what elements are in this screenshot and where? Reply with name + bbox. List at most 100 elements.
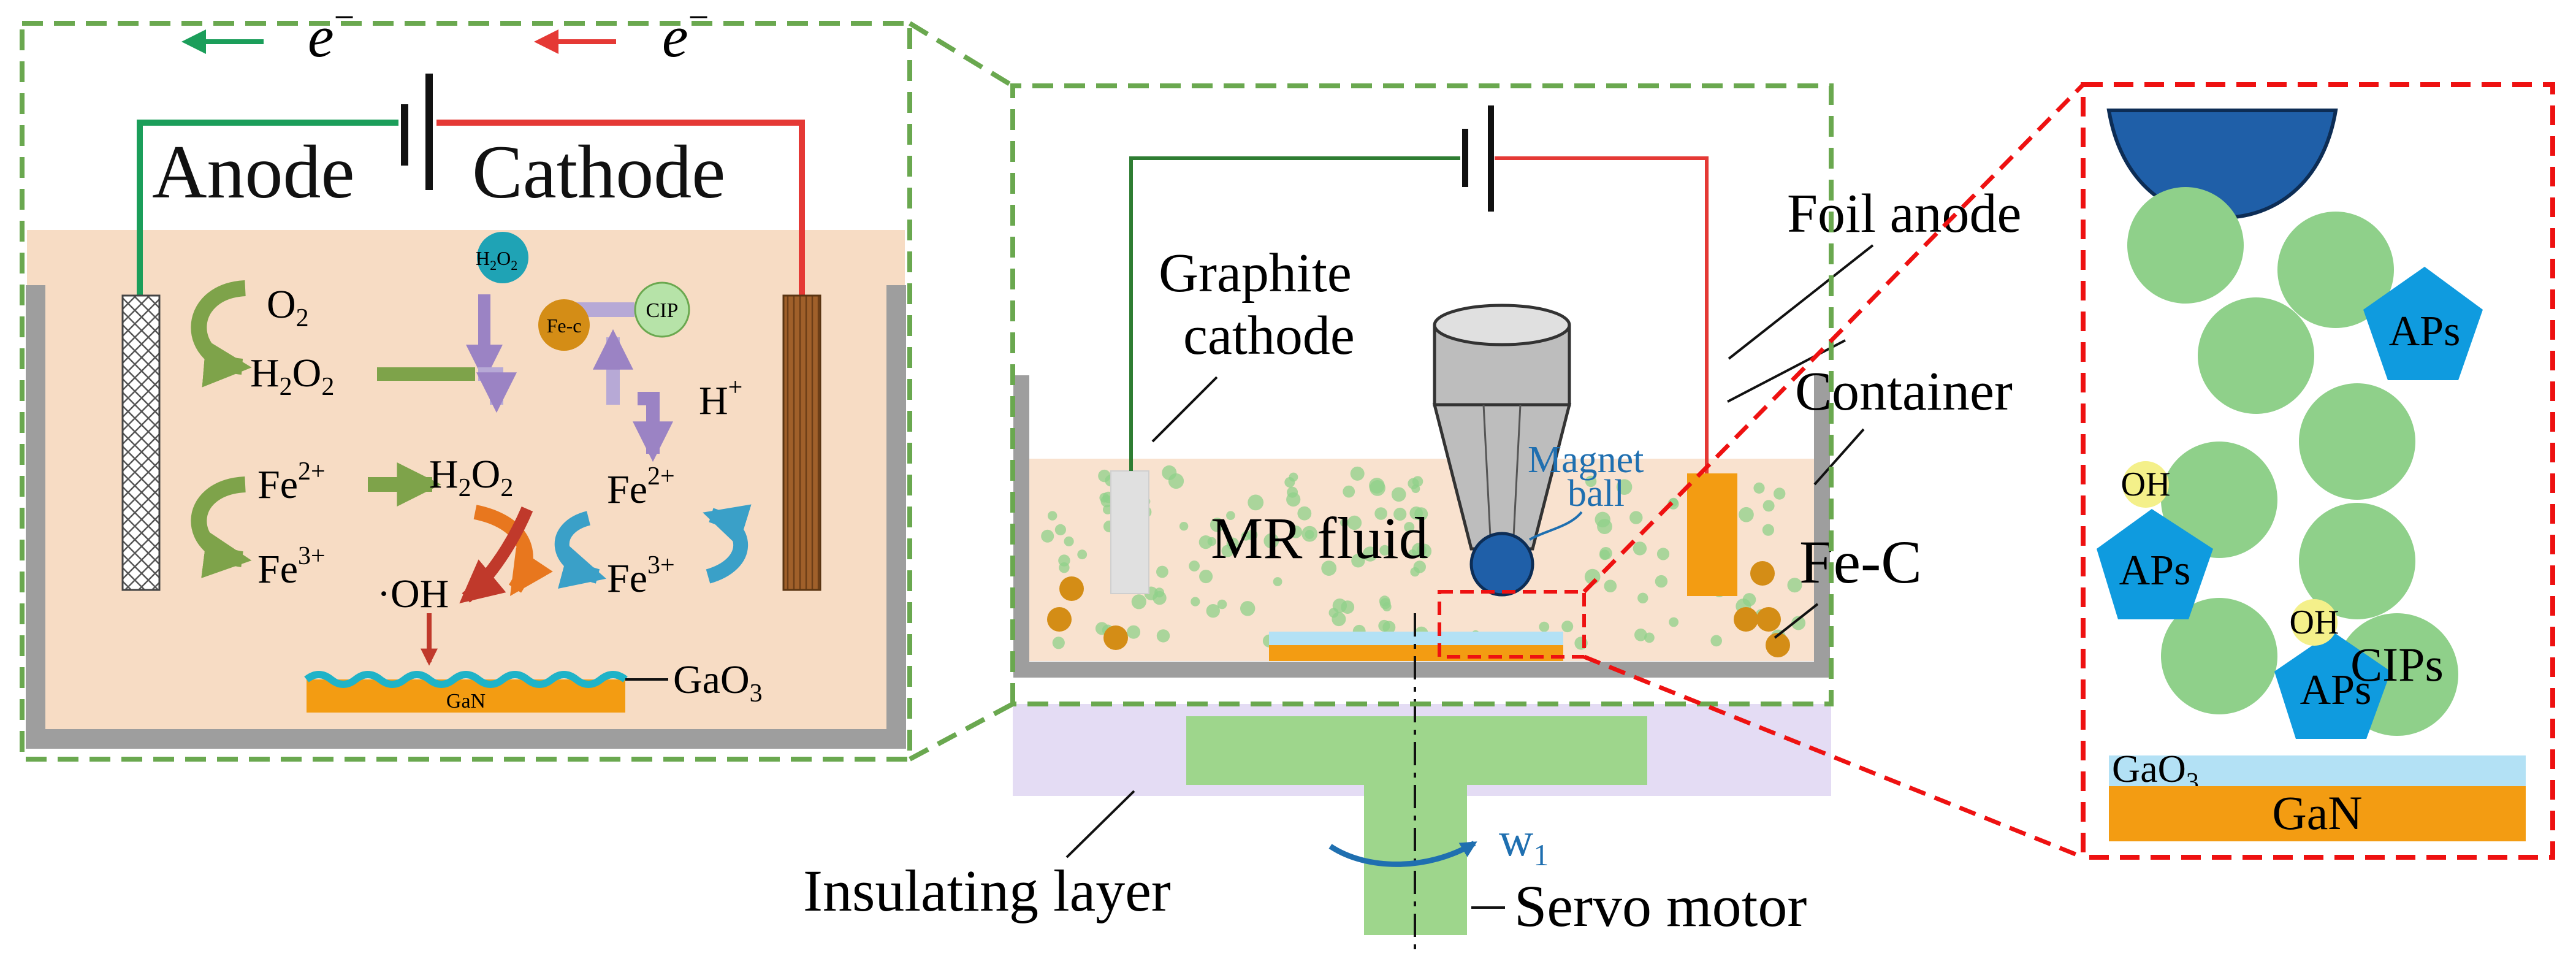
mr-fluid-particle (1629, 511, 1643, 524)
mr-fluid-particle (1041, 529, 1054, 543)
mr-fluid-particle (1393, 507, 1407, 521)
arrow-blue-up (703, 504, 752, 584)
mr-fluid-particle (1391, 487, 1406, 502)
fe-c-particle (1756, 607, 1781, 632)
mr-fluid-particle (1328, 608, 1339, 618)
mr-fluid-particle (1762, 524, 1774, 536)
gao3-wavy-layer (304, 671, 628, 688)
h-plus-label: H+ (699, 373, 742, 423)
insulating-layer-label: Insulating layer (803, 858, 1171, 923)
mr-fluid-particle (1206, 604, 1221, 618)
mr-fluid-particle (1379, 595, 1390, 607)
mr-fluid-label: MR fluid (1211, 505, 1428, 571)
tool-cone (1432, 403, 1572, 551)
aps-label: APs (2389, 308, 2461, 355)
mr-fluid-particle (1369, 478, 1385, 494)
mr-fluid-particle (1340, 518, 1349, 527)
mr-fluid-particle (1539, 621, 1550, 632)
center-panel: Graphite cathode Foil anode Container Ma… (803, 83, 2021, 956)
left-container (26, 285, 906, 749)
cip-bubble (634, 281, 690, 338)
mr-fluid-particle (1774, 488, 1786, 500)
electron-arrow-green (181, 29, 264, 54)
h2o2-center-label: H2O2 (429, 452, 513, 502)
fe-c-particle (1734, 607, 1758, 632)
mr-fluid-particle (1599, 549, 1610, 560)
mr-fluid-particle (1226, 511, 1235, 520)
servo-motor-label: Servo motor (1514, 873, 1807, 939)
mr-fluid-particle (1710, 635, 1722, 647)
mr-fluid-particle (1585, 475, 1597, 488)
mr-fluid-particle (1273, 577, 1282, 586)
mr-fluid-particle (1179, 522, 1189, 531)
tool-line (1482, 404, 1492, 549)
oh-radical-label: ·OH (377, 572, 449, 616)
zoom-line-bottom-red (1583, 654, 2084, 860)
container-label: Container (1795, 361, 2013, 422)
cip-particle (2161, 442, 2277, 558)
curved-arrow-fe (191, 476, 252, 578)
mr-fluid-particle (1287, 486, 1298, 498)
mr-fluid-particle (1199, 570, 1213, 584)
mr-fluid-particle (1616, 479, 1633, 495)
tool-cylinder-top (1433, 304, 1571, 346)
mr-fluid-particle (1284, 477, 1295, 488)
center-panel-frame (1010, 83, 1834, 706)
cip-particle (2299, 503, 2415, 619)
foil-anode-electrode (1687, 473, 1737, 596)
arrow-orange-curve (473, 505, 553, 596)
container-leader (1813, 428, 1865, 486)
mr-fluid-particle (1052, 637, 1065, 649)
h2o2-bubble-label: H2O2 (476, 247, 517, 273)
mr-fluid-particle (1350, 466, 1365, 481)
mr-fluid-particle (1411, 484, 1420, 493)
mr-fluid-particle (1787, 578, 1802, 593)
mr-fluid-particles (1041, 465, 1806, 656)
gan-label: GaN (446, 690, 486, 713)
cip-particle (2127, 187, 2244, 304)
mr-fluid-particle (1246, 529, 1258, 541)
mr-fluid-particle (1644, 632, 1655, 643)
aps-label: APs (2119, 547, 2191, 594)
mr-fluid-particle (1058, 554, 1070, 567)
mr-fluid-particle (1191, 597, 1200, 606)
cathode-electrode (782, 294, 821, 591)
magnet-ball-leader (1528, 511, 1583, 541)
arrow-purple-h2o2 (476, 367, 517, 413)
center-cathode-wire (1129, 156, 1460, 471)
gan-substrate (307, 679, 625, 713)
mr-fluid-particle (1409, 506, 1423, 520)
foil-anode-leader (1728, 244, 1874, 360)
anode-label: Anode (152, 130, 355, 214)
cips-label: CIPs (2350, 638, 2444, 691)
cip-bubble-label: CIP (646, 299, 679, 322)
center-anode-wire (1495, 156, 1709, 473)
mr-fluid-particle (1301, 526, 1318, 542)
mr-fluid-particle (1103, 505, 1113, 514)
insulating-layer-leader (1065, 790, 1135, 858)
mr-fluid-particle (1156, 629, 1170, 643)
anode-wire (137, 120, 398, 297)
mr-fluid-particle (1669, 617, 1679, 627)
mr-fluid-particle (1098, 469, 1111, 483)
mr-fluid-particle (1131, 594, 1146, 610)
mr-fluid-particle (1739, 507, 1754, 522)
graphite-cathode-label-1: Graphite (1159, 243, 1352, 304)
h2o2-left-label: H2O2 (250, 351, 334, 401)
mr-fluid-particle (1416, 543, 1432, 559)
right-panel-frame (2081, 82, 2555, 860)
mr-fluid-particle (1753, 482, 1765, 494)
mr-fluid-particle (1289, 526, 1302, 538)
graphite-cathode-electrode (1110, 470, 1149, 594)
mr-fluid-particle (1656, 548, 1670, 560)
magnet-ball-label-1: Magnet (1528, 439, 1644, 481)
mr-fluid-particle (1127, 625, 1141, 639)
mr-fluid-particle (1263, 533, 1279, 549)
right-gao3-layer (2109, 755, 2526, 786)
mr-fluid-particle (1162, 465, 1177, 480)
fe-c-particle (1103, 625, 1128, 650)
o2-label: O2 (267, 282, 309, 332)
right-gan-label: GaN (2272, 786, 2362, 839)
mr-fluid-particle (1343, 485, 1355, 498)
fe-c-particle (1047, 607, 1072, 632)
